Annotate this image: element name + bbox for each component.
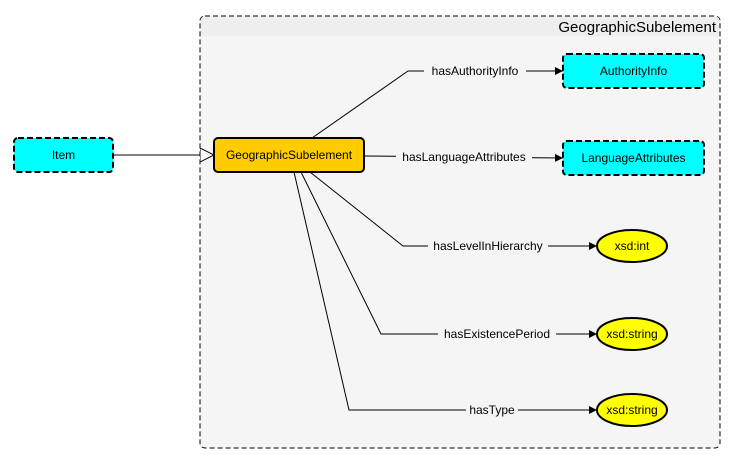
node-xsd-string-type-label: xsd:string: [606, 403, 657, 417]
node-authority-info-box: [562, 53, 705, 89]
node-xsd-string-type-ellipse: [596, 393, 668, 427]
container-geographic-subelement: GeographicSubelement: [199, 15, 721, 449]
edge-label-has-language-attributes: hasLanguageAttributes: [402, 150, 525, 164]
node-language-attributes-label: LanguageAttributes: [581, 151, 685, 165]
container-title: GeographicSubelement: [558, 19, 716, 36]
node-geographic-subelement-label: GeographicSubelement: [226, 148, 353, 162]
edge-label-has-authority-info: hasAuthorityInfo: [432, 64, 519, 78]
edge-label-has-existence-period: hasExistencePeriod: [444, 327, 550, 341]
edge-label-has-level-in-hierarchy: hasLevelInHierarchy: [433, 239, 542, 253]
node-xsd-string-existence[interactable]: xsd:string: [596, 317, 668, 351]
node-xsd-int-ellipse: [596, 229, 668, 263]
node-geographic-subelement-box: [213, 137, 365, 173]
edge-has-authority-info: hasAuthorityInfo: [311, 63, 563, 139]
edge-label-has-type: hasType: [469, 403, 515, 417]
node-authority-info[interactable]: AuthorityInfo: [562, 53, 705, 89]
edge-has-language-attributes: hasLanguageAttributes: [363, 149, 564, 165]
edge-has-existence-period: hasExistencePeriod: [300, 171, 597, 342]
node-language-attributes-box: [562, 140, 705, 176]
node-item-box: [13, 137, 114, 173]
node-xsd-int-label: xsd:int: [615, 239, 650, 253]
node-language-attributes[interactable]: LanguageAttributes: [562, 140, 705, 176]
node-xsd-string-type[interactable]: xsd:string: [596, 393, 668, 427]
node-item[interactable]: Item: [13, 137, 114, 173]
node-authority-info-label: AuthorityInfo: [600, 64, 668, 78]
node-item-label: Item: [52, 148, 75, 162]
node-xsd-string-existence-ellipse: [596, 317, 668, 351]
edge-has-level-in-hierarchy: hasLevelInHierarchy: [309, 171, 597, 254]
node-xsd-string-existence-label: xsd:string: [606, 327, 657, 341]
node-geographic-subelement[interactable]: GeographicSubelement: [213, 137, 365, 173]
node-xsd-int[interactable]: xsd:int: [596, 229, 668, 263]
edge-has-type: hasType: [293, 171, 597, 418]
